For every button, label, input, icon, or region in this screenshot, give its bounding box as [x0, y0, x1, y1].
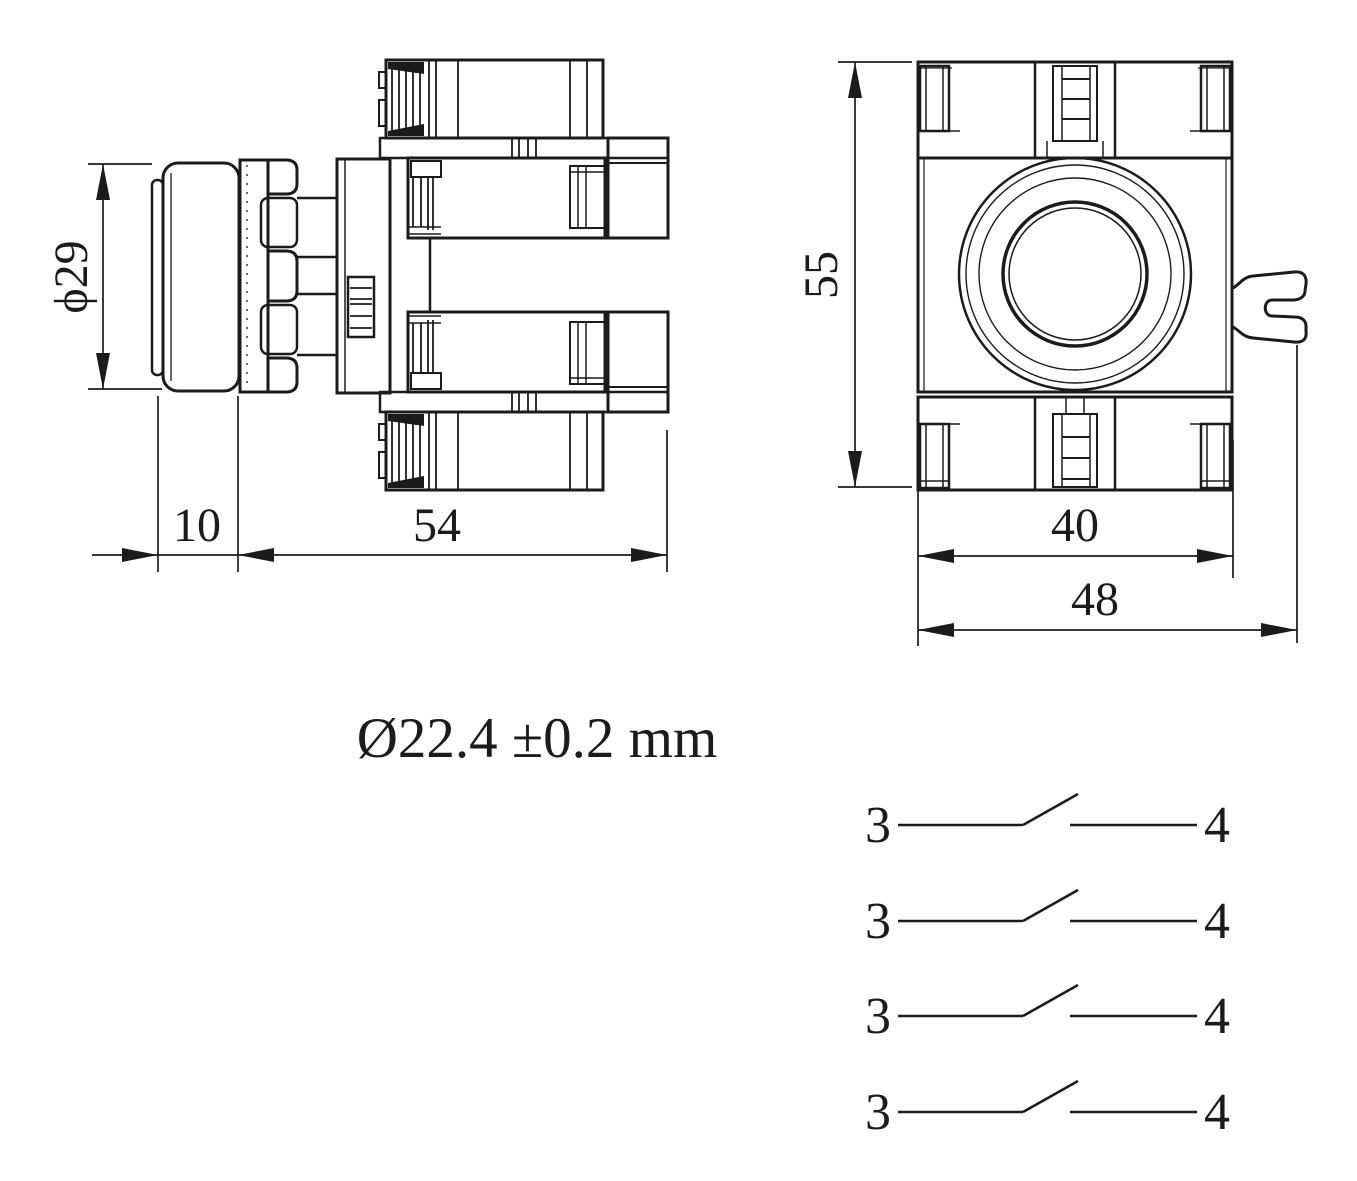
front-body: [916, 156, 1234, 398]
block-flange-bottom: [378, 390, 670, 414]
terminal-clamp: [388, 62, 424, 74]
dim-label-front-body-width: 40: [1051, 499, 1099, 552]
snap-clip: [918, 422, 951, 490]
snap-clip: [1199, 64, 1232, 133]
arrowhead-left: [918, 623, 954, 637]
contact-block-bottom-inner: [406, 310, 670, 414]
terminal-label-4: 4: [1204, 797, 1230, 854]
mounting-hole-note: Ø22.4 ±0.2 mm: [357, 707, 718, 770]
arrowhead-right: [1261, 623, 1297, 637]
contact-block-top-outer: [378, 58, 605, 140]
dim-label-head-diameter: ϕ29: [45, 240, 98, 313]
earth-terminal-fork: [1232, 270, 1308, 344]
arrowhead-right: [631, 548, 667, 562]
no-contact-symbol-1: 3 4: [865, 792, 1230, 854]
side-view-drawing: ϕ29 10 54: [45, 58, 670, 572]
arrowhead-right: [1197, 549, 1233, 563]
terminal-clamp: [388, 124, 424, 136]
arrowhead-down: [848, 451, 862, 487]
front-view-drawing: 55 40 48: [795, 60, 1308, 646]
no-contact-symbol-4: 3 4: [865, 1079, 1230, 1141]
arrowhead-down: [96, 353, 110, 389]
terminal-label-3: 3: [865, 797, 891, 854]
contact-block-top-inner: [406, 136, 670, 240]
arrowhead-up: [848, 62, 862, 98]
bezel-outer-circle: [957, 156, 1193, 392]
terminal-clamp: [388, 414, 424, 426]
contact-blade: [1022, 792, 1079, 827]
dim-label-head-depth: 10: [173, 499, 221, 552]
mounting-adapter: [335, 157, 392, 395]
no-contact-symbol-3: 3 4: [865, 983, 1230, 1045]
latch-slider: [346, 275, 376, 339]
arrowhead-up: [96, 164, 110, 200]
contact-block-bottom-outer: [378, 410, 605, 492]
ring-nut: [238, 158, 299, 394]
dimension-depths: 10 54: [92, 396, 668, 572]
snap-clip: [918, 64, 951, 133]
arrowhead-left: [918, 549, 954, 563]
terminal-label-3: 3: [865, 1084, 891, 1141]
dim-label-front-total-width: 48: [1071, 573, 1119, 626]
terminal-label-3: 3: [865, 988, 891, 1045]
terminal-label-4: 4: [1204, 1084, 1230, 1141]
snap-clip: [1199, 422, 1232, 490]
terminal-label-4: 4: [1204, 893, 1230, 950]
dim-label-body-length: 54: [413, 499, 461, 552]
guide-stems: [297, 196, 337, 357]
terminal-label-4: 4: [1204, 988, 1230, 1045]
dimension-front-widths: 40 48: [917, 345, 1298, 646]
dimension-front-height: 55: [795, 61, 912, 488]
arrowhead-left: [238, 548, 274, 562]
block-flange-top: [378, 136, 670, 160]
front-bottom-flange: [916, 395, 1234, 492]
contact-blade: [1022, 1079, 1079, 1114]
contact-schematic: 3 4 3 4 3 4 3 4: [865, 792, 1230, 1141]
button-plunger-circle: [1001, 200, 1149, 348]
terminal-label-3: 3: [865, 893, 891, 950]
contact-blade: [1022, 983, 1079, 1018]
dimension-head-diameter: ϕ29: [45, 163, 162, 390]
no-contact-symbol-2: 3 4: [865, 888, 1230, 950]
front-top-flange: [916, 60, 1234, 160]
terminal-clamp: [388, 476, 424, 488]
contact-blade: [1022, 888, 1079, 923]
arrowhead-right: [122, 548, 158, 562]
button-cap: [150, 161, 241, 393]
dim-label-front-height: 55: [795, 251, 848, 299]
